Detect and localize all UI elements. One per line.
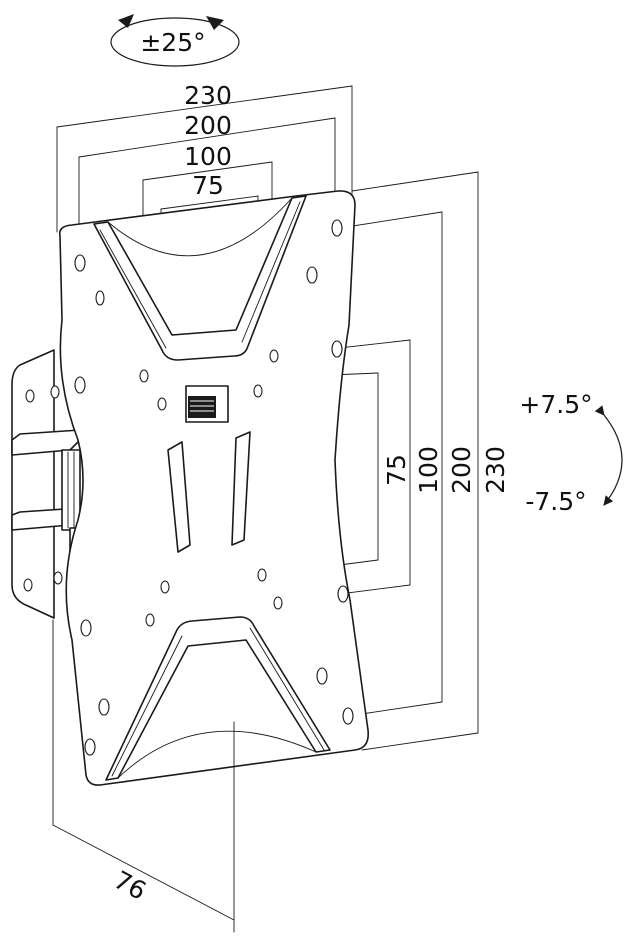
dim-depth-76: 76: [109, 865, 151, 906]
dim-horizontal-230: 230: [184, 81, 232, 110]
tilt-indicator: +7.5° -7.5°: [519, 390, 623, 516]
swivel-arrow-right-icon: [206, 16, 224, 30]
swivel-indicator: ±25°: [110, 14, 240, 67]
mounting-holes: [74, 219, 354, 756]
dim-horizontal-100: 100: [184, 142, 232, 171]
vesa-mounting-plate: [58, 190, 370, 786]
dim-vertical-230: 230: [481, 446, 510, 494]
swivel-arrow-left-icon: [118, 14, 134, 28]
dim-vertical-75: 75: [382, 454, 411, 486]
swivel-angle-label: ±25°: [140, 28, 205, 57]
tilt-down-label: -7.5°: [525, 487, 586, 516]
dim-horizontal-75: 75: [192, 171, 224, 200]
tilt-up-label: +7.5°: [519, 390, 592, 419]
dim-horizontal-200: 200: [184, 111, 232, 140]
dim-vertical-200: 200: [447, 446, 476, 494]
dim-vertical-100: 100: [414, 446, 443, 494]
